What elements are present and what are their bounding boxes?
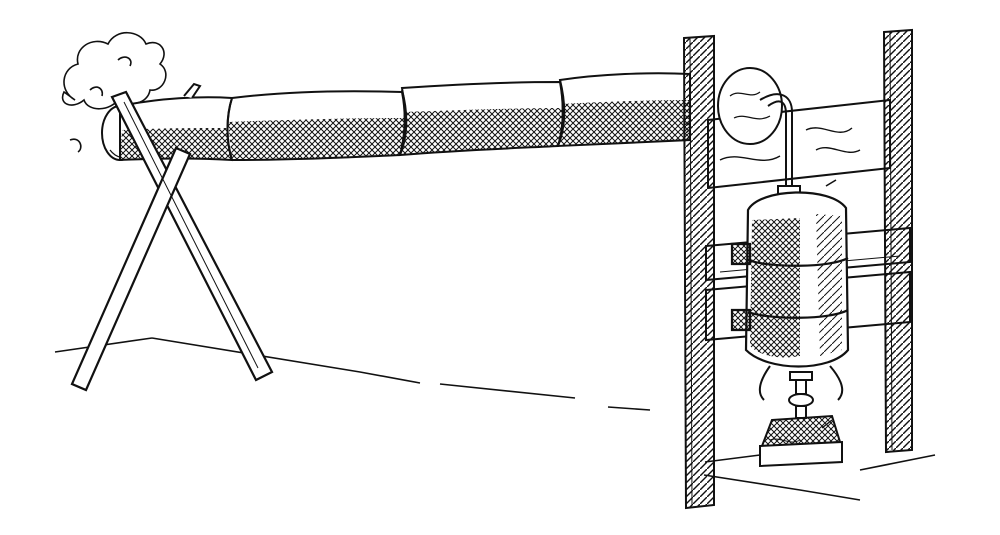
smoke-puff [61, 31, 167, 153]
burner-stove [758, 365, 844, 468]
cylindrical-tank [730, 179, 850, 368]
wrapped-horizontal-pipe [101, 72, 691, 162]
vertical-wooden-posts [682, 28, 913, 510]
x-shaped-sawhorse-stand [70, 90, 274, 392]
floor-lines [54, 337, 936, 501]
pipe-end-cap [717, 67, 783, 145]
